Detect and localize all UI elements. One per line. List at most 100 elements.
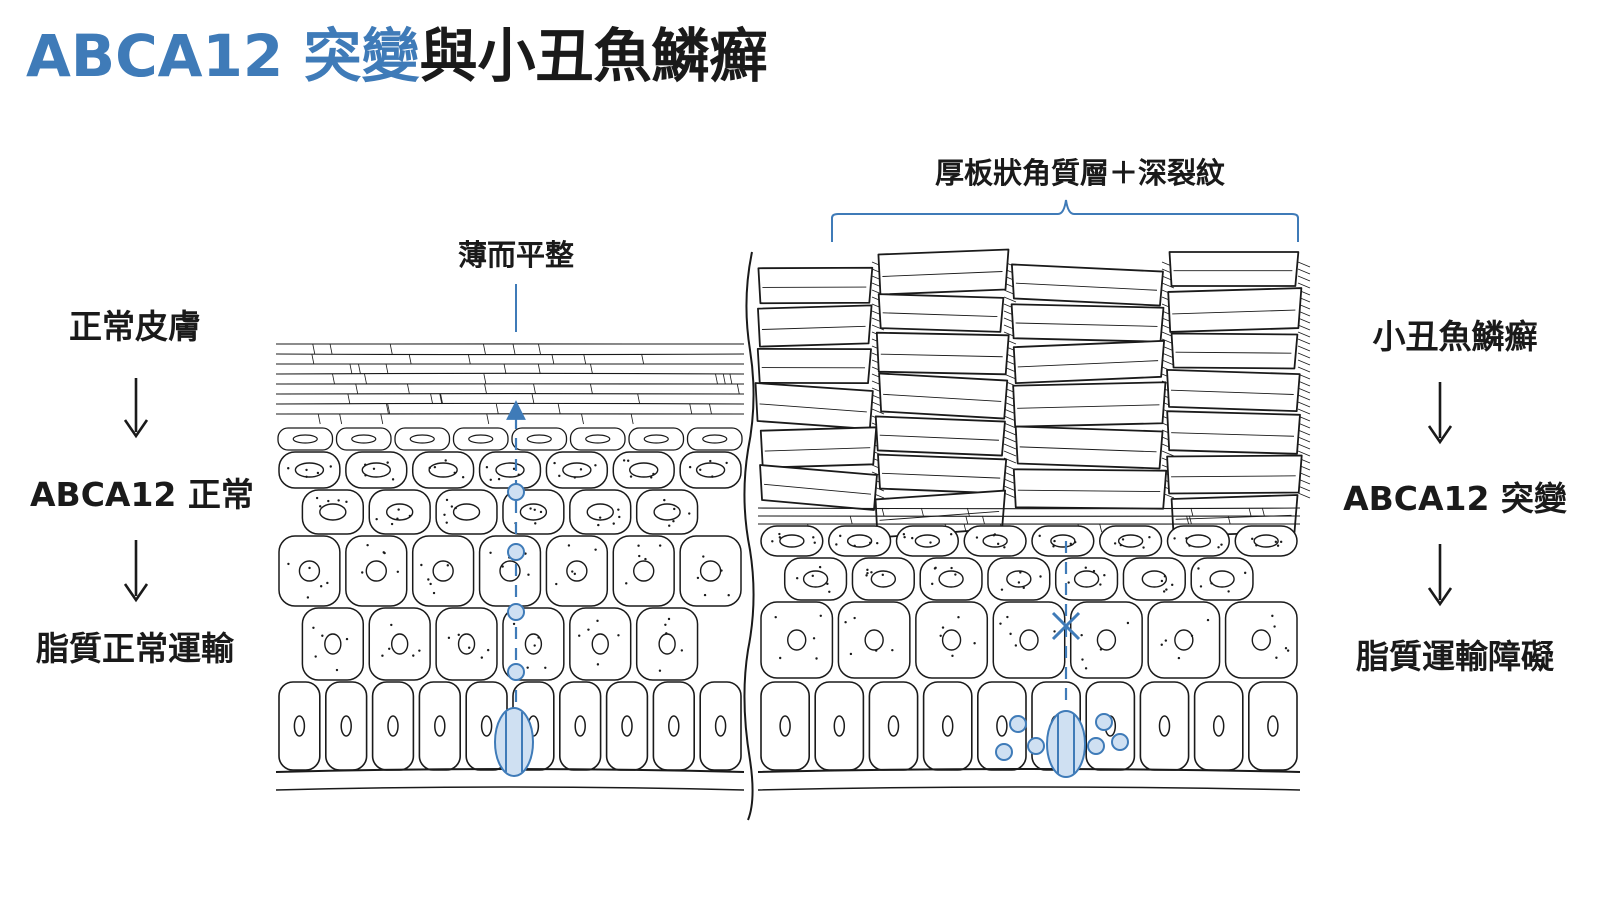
granule-dot: [1185, 537, 1188, 540]
left-label-abca12-normal: ABCA12 正常: [30, 475, 254, 514]
granule-dot: [835, 543, 838, 546]
trapped-lipid-granule: [995, 743, 1013, 761]
granule-dot: [1171, 583, 1174, 587]
granule-dot: [881, 573, 884, 577]
fissure-hatch: [1161, 282, 1175, 289]
granule-dot: [571, 570, 574, 573]
cell-nucleus: [1251, 629, 1271, 651]
cell-nucleus: [870, 570, 897, 588]
corneum-seam: [630, 413, 634, 425]
corneum-seam: [358, 363, 361, 375]
granule-dot: [364, 474, 367, 477]
granule-dot: [688, 512, 691, 515]
granule-dot: [811, 574, 814, 578]
granule-dot: [874, 649, 878, 652]
granule-dot: [866, 571, 869, 575]
plate-edge: [1172, 309, 1296, 315]
granule-dot: [386, 461, 389, 464]
granule-dot: [815, 657, 818, 660]
granule-dot: [774, 615, 777, 619]
fissure-hatch: [1003, 450, 1017, 457]
lipid-granule: [507, 483, 525, 501]
granule-dot: [828, 590, 831, 593]
granule-dot: [1197, 567, 1200, 570]
granule-dot: [818, 565, 822, 569]
granule-dot: [709, 459, 712, 463]
cell-nucleus: [1050, 534, 1076, 548]
title-accent: ABCA12 突變: [26, 22, 420, 90]
plate-edge: [764, 447, 871, 452]
granule-dot: [665, 632, 668, 635]
cell-nucleus: [574, 715, 586, 737]
fissure-hatch: [1297, 492, 1311, 499]
fissure-hatch: [1003, 443, 1017, 450]
cell-nucleus: [387, 715, 399, 737]
granule-dot: [361, 571, 364, 574]
corneum-seam: [495, 403, 499, 415]
cell-nucleus: [779, 534, 805, 548]
granule-dot: [558, 474, 561, 478]
cell-nucleus: [1141, 570, 1168, 588]
cell-nucleus: [982, 534, 1008, 548]
granule-dot: [826, 582, 829, 586]
granule-dot: [443, 513, 446, 517]
granule-dot: [497, 477, 501, 481]
corneum-seam: [312, 343, 316, 355]
cell-nucleus: [409, 434, 435, 444]
cell-nucleus: [1073, 570, 1100, 588]
normal-skin-section: [275, 343, 745, 791]
right-label-abca12-mutation: ABCA12 突變: [1343, 479, 1567, 518]
granule-dot: [1099, 648, 1103, 651]
granule-dot: [950, 566, 953, 570]
granule-dot: [372, 467, 376, 470]
plate-edge: [1015, 282, 1157, 291]
granule-dot: [612, 522, 615, 525]
cell-nucleus: [833, 715, 846, 737]
granule-dot: [1173, 537, 1176, 540]
granule-dot: [629, 475, 633, 478]
cell-nucleus: [914, 534, 941, 548]
fissure-hatch: [1003, 492, 1017, 499]
granule-dot: [812, 536, 815, 539]
plate-edge: [1019, 446, 1157, 453]
fissure-hatch: [1297, 429, 1311, 436]
corneum-seam: [982, 515, 985, 525]
cell-nucleus: [629, 462, 659, 478]
granule-dot: [658, 669, 662, 672]
granule-dot: [951, 654, 954, 658]
cell-nucleus: [1267, 715, 1279, 737]
corneum-line: [275, 353, 745, 356]
granule-dot: [526, 666, 529, 669]
cell-nucleus: [586, 503, 614, 521]
corneum-seam: [1190, 507, 1194, 517]
granule-dot: [1163, 575, 1167, 578]
corneum-plate: [874, 415, 1006, 457]
corneum-seam: [531, 393, 535, 405]
cell-nucleus: [457, 633, 476, 655]
right-label-lipid-impaired: 脂質運輸障礙: [1356, 637, 1554, 676]
corneum-seam: [722, 373, 726, 385]
corneum-seam: [590, 363, 593, 375]
corneum-seam: [349, 363, 353, 375]
granule-dot: [1279, 540, 1283, 544]
corneum-seam: [1186, 515, 1189, 525]
fissure-hatch: [1161, 450, 1175, 457]
granule-dot: [596, 619, 599, 623]
granule-dot: [702, 555, 705, 558]
granule-dot: [1275, 656, 1278, 659]
granule-dot: [327, 499, 330, 503]
granule-dot: [397, 508, 400, 511]
corneum-seam: [641, 353, 645, 365]
granule-dot: [617, 508, 620, 511]
granule-dot: [408, 514, 412, 518]
granule-dot: [999, 622, 1002, 625]
corneum-plate: [757, 266, 874, 305]
granule-dot: [813, 541, 816, 544]
corneum-plate: [1166, 368, 1301, 413]
granule-dot: [1206, 618, 1210, 622]
corneum-seam: [503, 363, 507, 375]
cell-nucleus: [695, 462, 726, 478]
granule-dot: [891, 648, 894, 652]
granule-dot: [1276, 544, 1280, 547]
fissure-hatch: [1297, 268, 1311, 275]
